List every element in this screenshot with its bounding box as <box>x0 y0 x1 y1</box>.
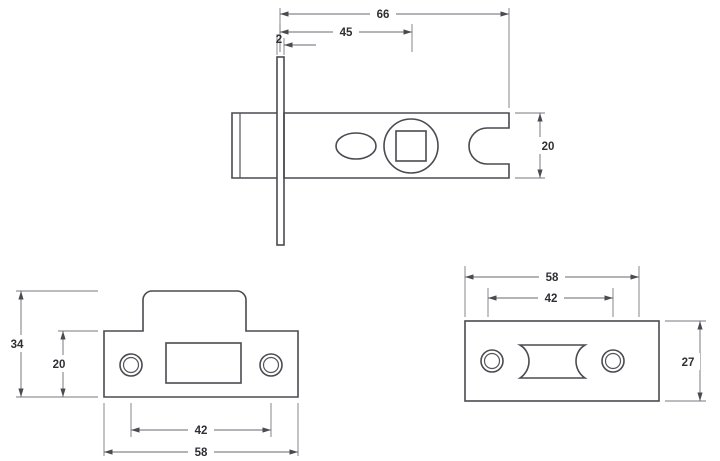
oval-hole <box>335 132 377 160</box>
dimension-66: 66 <box>279 6 510 108</box>
dimension-58-forend-label: 58 <box>195 447 208 459</box>
screw-hole-left <box>119 353 143 377</box>
dimension-42-forend: 42 <box>130 403 272 438</box>
dimension-42-strike: 42 <box>487 288 614 317</box>
strike-bolt-aperture <box>517 344 588 379</box>
dimension-2: 2 <box>276 34 316 55</box>
screw-hole-right <box>259 353 283 377</box>
strike-plate-outline <box>464 320 660 402</box>
dimension-20-forend-label: 20 <box>53 359 66 371</box>
dimension-45-label: 45 <box>340 27 353 39</box>
latch-bolt <box>231 112 277 179</box>
spindle-hole <box>383 118 439 174</box>
dimension-20-forend: 20 <box>50 330 98 398</box>
dimension-42-strike-label: 42 <box>545 293 558 305</box>
strike-screw-hole-left <box>480 349 504 373</box>
strike-screw-hole-right <box>601 349 625 373</box>
dimension-42-forend-label: 42 <box>195 425 208 437</box>
strike-plate-front-view: 58 42 27 <box>464 266 706 402</box>
dimension-34: 34 <box>8 290 98 398</box>
dimension-20-side: 20 <box>515 112 555 179</box>
latch-case-body <box>283 112 510 179</box>
dimension-58-strike: 58 <box>464 266 640 317</box>
dimension-58-strike-label: 58 <box>546 272 559 284</box>
dimension-45: 45 <box>279 24 413 52</box>
forend-outline <box>103 290 299 398</box>
dimension-20-side-label: 20 <box>542 141 555 153</box>
bolt-aperture <box>165 342 242 384</box>
dimension-58-forend: 58 <box>103 403 299 460</box>
dimension-2-label: 2 <box>276 34 282 46</box>
dimension-27-strike: 27 <box>665 320 706 402</box>
dimension-66-label: 66 <box>377 9 390 21</box>
latch-body-side-view: 66 45 2 20 <box>231 6 555 246</box>
forend-faceplate-front-view: 34 20 42 <box>8 290 299 460</box>
dimension-34-label: 34 <box>11 339 24 351</box>
dimension-27-strike-label: 27 <box>682 357 695 369</box>
